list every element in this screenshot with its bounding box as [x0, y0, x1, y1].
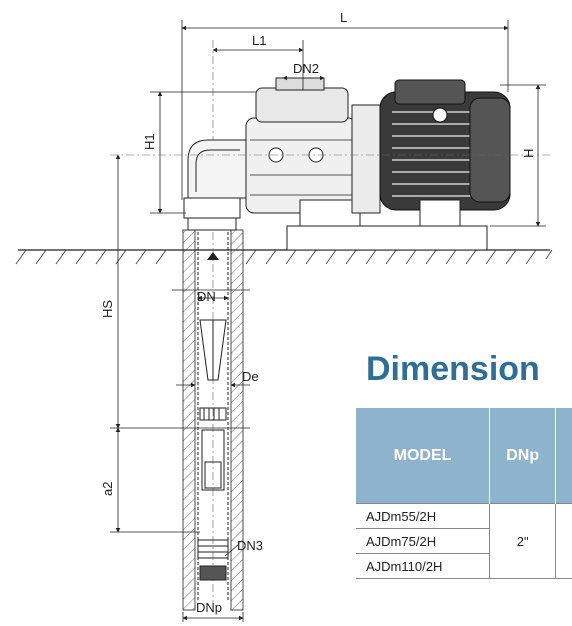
label-H: H: [521, 149, 536, 158]
ground: [15, 249, 553, 265]
model-cell: AJDm110/2H: [356, 553, 490, 579]
table-row: AJDm55/2H 2": [356, 503, 572, 579]
header-model: MODEL: [356, 408, 490, 504]
label-HS: HS: [100, 300, 115, 318]
table-row: AJDm110/2H: [356, 553, 572, 579]
dnp-cell: 2": [488, 503, 557, 579]
label-H1: H1: [142, 133, 157, 150]
model-cell: AJDm75/2H: [356, 528, 490, 554]
table-row: AJDm75/2H: [356, 528, 572, 554]
pump-assembly: [183, 77, 511, 251]
header-cut-off: [555, 408, 572, 504]
label-DNp: DNp: [196, 600, 222, 615]
dimension-lines: [110, 20, 550, 622]
label-a2: a2: [100, 482, 115, 496]
well-casing: [182, 40, 244, 615]
label-De: De: [242, 369, 259, 384]
label-L1: L1: [252, 33, 266, 48]
label-L: L: [340, 10, 347, 25]
cut-off-cell: [555, 503, 572, 579]
label-DN3: DN3: [237, 538, 263, 553]
label-DN: DN: [197, 289, 216, 304]
label-DN2: DN2: [293, 61, 319, 76]
model-cell: AJDm55/2H: [356, 503, 490, 529]
header-dnp: DNp: [488, 408, 556, 504]
dimension-table: MODEL DNp AJDm55/2H 2" AJDm75/2H AJDm110…: [356, 408, 572, 579]
dimension-heading: Dimension: [366, 350, 540, 388]
